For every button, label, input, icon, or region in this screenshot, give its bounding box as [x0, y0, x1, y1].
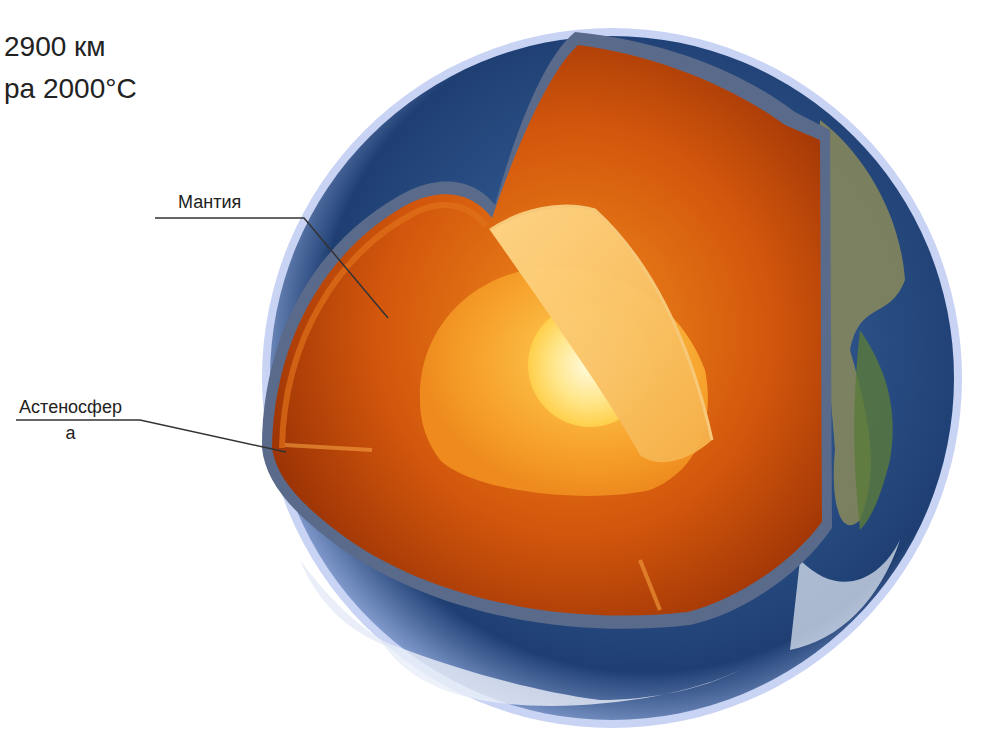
- leader-line: [16, 218, 388, 452]
- layer-label: Астеносфер а: [16, 394, 125, 446]
- temperature-label: ра 2000°C: [4, 72, 137, 106]
- depth-label: 2900 км: [4, 30, 106, 64]
- layer-label: Мантия: [178, 192, 241, 214]
